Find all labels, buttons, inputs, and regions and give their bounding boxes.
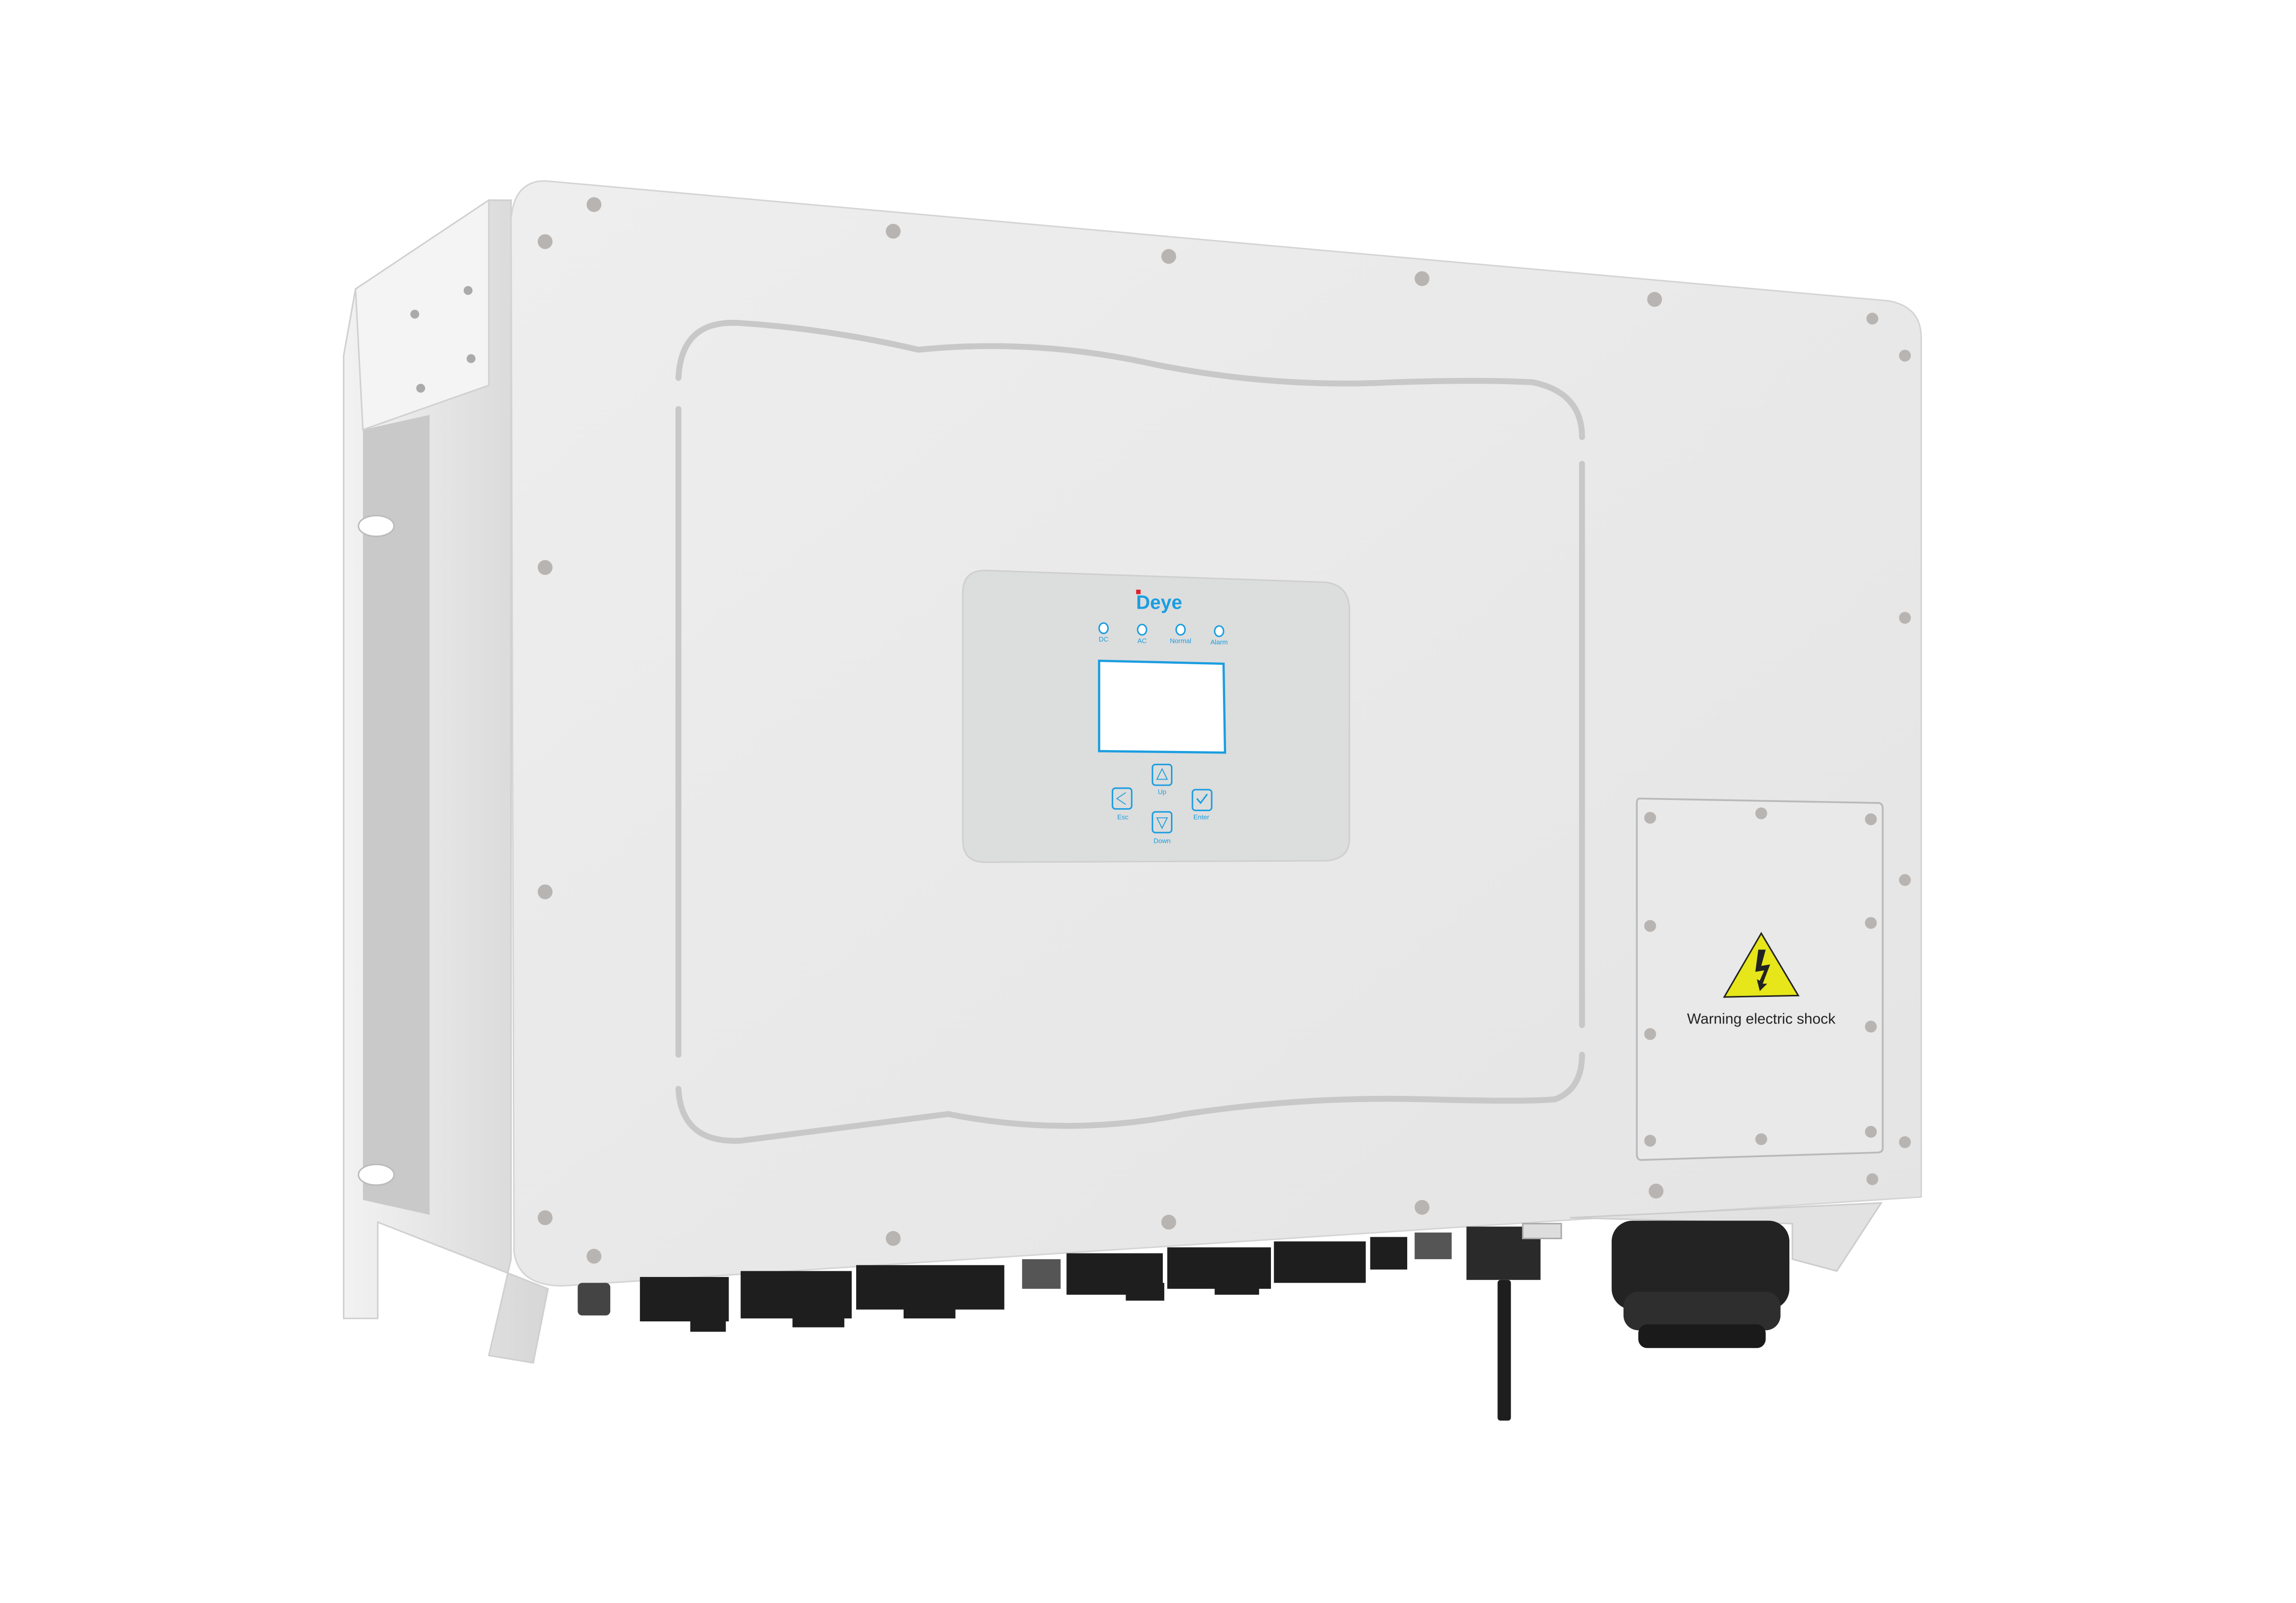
cover-screws: [537, 197, 1911, 1264]
wall-bracket: [343, 198, 549, 1364]
warning-label: Warning electric shock: [1687, 1011, 1836, 1027]
dc-connectors: [578, 1232, 1452, 1332]
svg-text:Esc: Esc: [1117, 813, 1129, 821]
indicator-alarm: Alarm: [1210, 625, 1228, 646]
down-button[interactable]: Down: [1152, 811, 1172, 844]
svg-text:Down: Down: [1154, 837, 1170, 844]
chevron-left-icon: [1116, 792, 1126, 805]
status-indicators: DC AC Normal Alarm: [1098, 622, 1228, 646]
indicator-label: DC: [1099, 635, 1108, 643]
cover-wave-groove: [675, 319, 1585, 1144]
triangle-up-icon: [1156, 768, 1168, 780]
svg-text:Up: Up: [1158, 788, 1166, 795]
lcd-screen: [1098, 659, 1227, 754]
ac-cable-gland: [1570, 1202, 1883, 1348]
indicator-label: Alarm: [1210, 638, 1228, 646]
indicator-normal: Normal: [1170, 623, 1191, 644]
deye-logo: Deye: [1136, 589, 1182, 613]
triangle-down-icon: [1156, 817, 1168, 830]
high-voltage-warning-icon: [1723, 932, 1800, 998]
svg-text:Deye: Deye: [1136, 592, 1182, 613]
enter-button[interactable]: Enter: [1191, 789, 1213, 821]
indicator-label: AC: [1137, 637, 1146, 644]
up-button[interactable]: Up: [1152, 763, 1172, 795]
wiring-box-cover: Warning electric shock: [1636, 797, 1884, 1161]
indicator-ac: AC: [1137, 623, 1147, 644]
indicator-dc: DC: [1098, 622, 1109, 643]
esc-button[interactable]: Esc: [1111, 787, 1133, 821]
display-panel: Deye DC AC Normal Alarm Up Esc Enter Dow…: [962, 569, 1351, 863]
svg-text:Enter: Enter: [1193, 813, 1210, 821]
checkmark-icon: [1196, 793, 1208, 805]
indicator-label: Normal: [1170, 637, 1191, 644]
wifi-antenna: [1466, 1222, 1562, 1421]
